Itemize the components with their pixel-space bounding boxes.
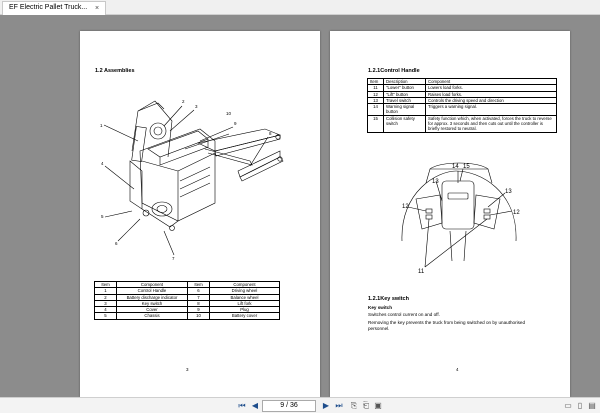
table-row: 4 Cover 9 Plug — [94, 306, 280, 314]
table-header: Component — [425, 77, 557, 86]
control-handle-table: Item Description Component 11 "Lower" bu… — [367, 77, 557, 133]
page-number: 4 — [456, 367, 459, 372]
first-page-button[interactable]: ⏮ — [238, 401, 246, 410]
page-4: 1.2.1Control Handle Item Description Com… — [330, 31, 570, 397]
table-header-row: Item Component Item Component — [94, 280, 280, 289]
callout-5: 5 — [101, 214, 104, 219]
key-switch-text-3: personnel. — [368, 326, 390, 331]
control-handle-diagram: 13 14 15 13 12 12 11 — [401, 162, 520, 275]
last-page-button[interactable]: ⏭ — [335, 401, 343, 410]
section-title-key-switch: 1.2.1Key switch — [368, 296, 409, 302]
table-header-row: Item Description Component — [367, 77, 557, 86]
table-cell: Driving wheel — [209, 287, 280, 295]
table-cell: Plug — [209, 306, 280, 314]
tab-bar: EF Electric Pallet Truck... × — [0, 0, 600, 15]
callout-6: 6 — [115, 241, 118, 246]
table-row: 2 Battery discharge indicator 7 Balance … — [94, 293, 280, 301]
page-view-icon[interactable]: ⎗ — [362, 401, 370, 410]
key-switch-text-2: Removing the key prevents the truck from… — [368, 320, 526, 325]
copy-page-icon[interactable]: ⎘ — [350, 401, 358, 410]
pallet-truck-diagram: 1 2 3 4 5 6 7 8 9 10 — [100, 99, 284, 261]
table-cell: Battery discharge indicator — [116, 293, 188, 301]
table-row: 5 Chassis 10 Battery cover — [94, 312, 280, 320]
callout-3: 3 — [195, 104, 198, 109]
table-row: 11 "Lower" button Lowers load forks. — [367, 84, 557, 92]
figure-label-13-right: 13 — [505, 189, 512, 195]
callout-10: 10 — [226, 111, 232, 116]
figure-label-11: 11 — [418, 269, 425, 275]
table-cell: Lift fork — [209, 299, 280, 308]
table-cell: Balance wheel — [209, 293, 280, 301]
table-cell: Raises load forks. — [425, 90, 557, 98]
fit-page-icon[interactable]: ▣ — [374, 401, 382, 410]
close-tab-icon[interactable]: × — [95, 5, 100, 12]
document-tab-title: EF Electric Pallet Truck... — [9, 4, 88, 11]
table-cell: Battery cover — [209, 312, 280, 320]
section-title-control-handle: 1.2.1Control Handle — [368, 68, 420, 74]
table-cell: 10 — [187, 312, 210, 320]
next-page-button[interactable]: ▶ — [322, 401, 330, 410]
table-row: 3 Key switch 8 Lift fork — [94, 299, 280, 308]
page-number: 3 — [186, 367, 189, 372]
figure-label-12-right: 12 — [513, 210, 520, 216]
navigation-toolbar: ⏮ ◀ 9 / 36 ▶ ⏭ ⎘ ⎗ ▣ ▭ ▯ ▤ — [0, 397, 600, 413]
table-cell: Safety function which, when activated, f… — [425, 114, 557, 133]
table-row: 15 Collision safety switch Safety functi… — [367, 114, 557, 133]
document-tab[interactable]: EF Electric Pallet Truck... × — [2, 1, 106, 15]
table-header: Component — [209, 280, 280, 289]
callout-2: 2 — [182, 99, 185, 104]
table-cell: Controls the driving speed and direction — [425, 96, 557, 105]
figure-label-13-left: 13 — [432, 179, 439, 185]
table-row: 12 "Lift" button Raises load forks. — [367, 90, 557, 98]
callout-4: 4 — [101, 161, 104, 166]
table-cell: Lowers load forks. — [425, 84, 557, 92]
callout-1: 1 — [100, 123, 103, 128]
table-row: 1 Control Handle 6 Driving wheel — [94, 287, 280, 295]
single-page-view-icon[interactable]: ▭ — [564, 401, 572, 410]
table-cell: Collision safety switch — [383, 114, 426, 133]
previous-page-button[interactable]: ◀ — [251, 401, 259, 410]
document-viewer[interactable]: 1.2 Assemblies — [0, 15, 600, 397]
callout-8: 8 — [269, 131, 272, 136]
page-number-input[interactable]: 9 / 36 — [262, 400, 316, 412]
table-cell: Chassis — [116, 312, 188, 320]
key-switch-text-1: Switches control current on and off. — [368, 312, 440, 317]
table-row: 13 Travel switch Controls the driving sp… — [367, 96, 557, 105]
figure-label-14: 14 — [452, 164, 459, 170]
callout-7: 7 — [172, 256, 175, 261]
section-title-assemblies: 1.2 Assemblies — [95, 68, 135, 74]
key-switch-subtitle: Key switch — [368, 305, 392, 310]
continuous-view-icon[interactable]: ▤ — [588, 401, 596, 410]
figure-label-15: 15 — [463, 164, 470, 170]
table-cell: 5 — [94, 312, 117, 320]
two-page-view-icon[interactable]: ▯ — [577, 401, 583, 410]
assemblies-table: Item Component Item Component 1 Control … — [94, 280, 280, 320]
callout-9: 9 — [234, 121, 237, 126]
page-3: 1.2 Assemblies — [80, 31, 320, 397]
figure-label-12-left: 12 — [402, 204, 409, 210]
